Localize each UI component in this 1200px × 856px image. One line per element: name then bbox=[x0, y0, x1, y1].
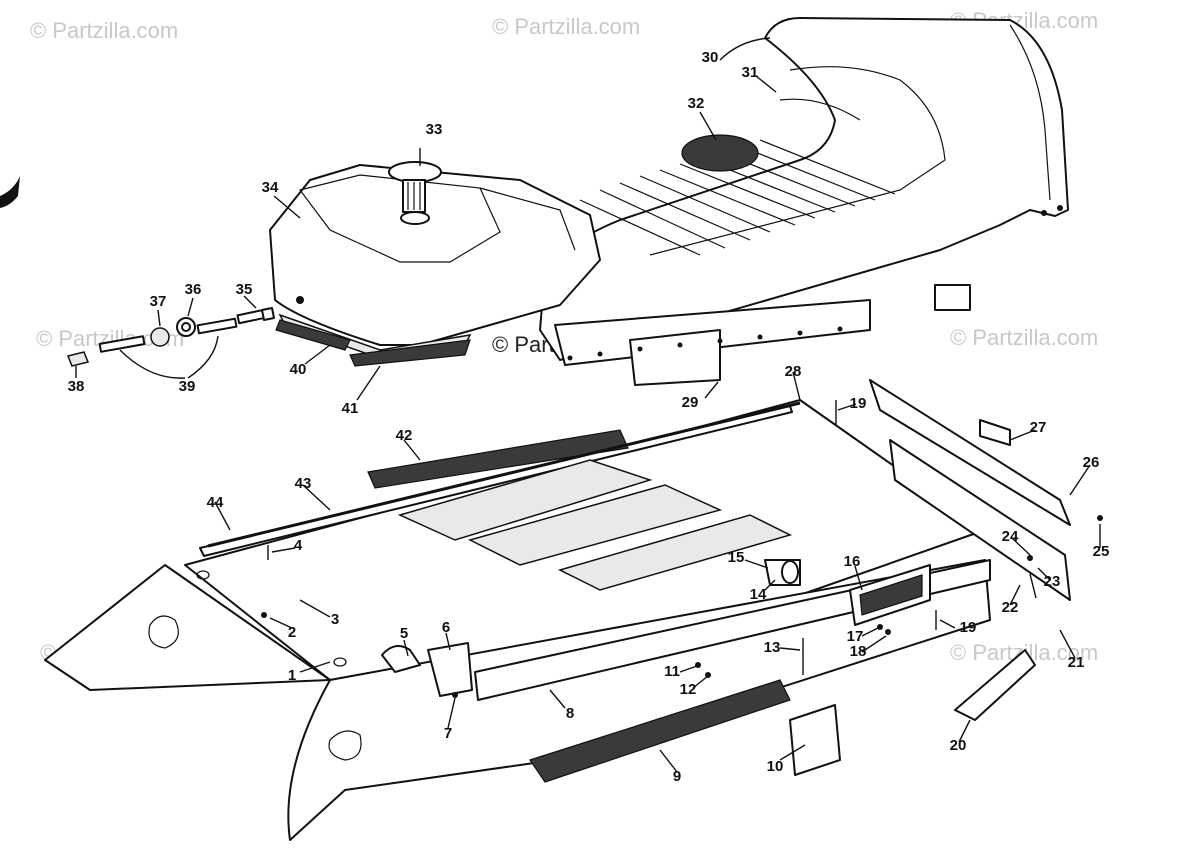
callout-6: 6 bbox=[442, 619, 450, 636]
fuel-line-fittings bbox=[66, 295, 275, 379]
callout-13: 13 bbox=[764, 639, 781, 656]
callout-14: 14 bbox=[750, 586, 767, 603]
callout-22: 22 bbox=[1002, 599, 1019, 616]
callout-3: 3 bbox=[331, 611, 339, 628]
callout-41: 41 bbox=[342, 400, 359, 417]
callout-44: 44 bbox=[207, 494, 224, 511]
callout-42: 42 bbox=[396, 427, 413, 444]
callout-26: 26 bbox=[1083, 454, 1100, 471]
deck-tread bbox=[367, 429, 629, 489]
leader-lines bbox=[214, 371, 1101, 773]
callout-40: 40 bbox=[290, 361, 307, 378]
seat-assembly bbox=[539, 17, 1069, 399]
callout-35: 35 bbox=[236, 281, 253, 298]
callout-30: 30 bbox=[702, 49, 719, 66]
callout-9: 9 bbox=[673, 768, 681, 785]
watermark: © Partzilla.com bbox=[950, 325, 1098, 350]
callout-27: 27 bbox=[1030, 419, 1047, 436]
callout-20: 20 bbox=[950, 737, 967, 754]
fuel-tank-assembly bbox=[269, 148, 601, 401]
callout-34: 34 bbox=[262, 179, 279, 196]
callout-10: 10 bbox=[767, 758, 784, 775]
callout-21: 21 bbox=[1068, 654, 1085, 671]
callout-39: 39 bbox=[179, 378, 196, 395]
callout-25: 25 bbox=[1093, 543, 1110, 560]
callout-36: 36 bbox=[185, 281, 202, 298]
callout-12: 12 bbox=[680, 681, 697, 698]
callout-43: 43 bbox=[295, 475, 312, 492]
watermark: © Partzilla.com bbox=[30, 18, 178, 43]
callout-7: 7 bbox=[444, 725, 452, 742]
callout-38: 38 bbox=[68, 378, 85, 395]
callout-labels: 1 2 3 4 5 6 7 8 9 10 11 12 13 14 15 16 1… bbox=[68, 49, 1110, 785]
callout-11: 11 bbox=[664, 663, 680, 680]
seat-emblem bbox=[681, 134, 759, 172]
callout-18: 18 bbox=[850, 643, 867, 660]
tank-gasket-pad bbox=[275, 319, 351, 351]
callout-17: 17 bbox=[847, 628, 864, 645]
callout-19-side: 19 bbox=[960, 619, 977, 636]
callout-37: 37 bbox=[150, 293, 167, 310]
callout-15: 15 bbox=[728, 549, 745, 566]
scan-artifact bbox=[0, 176, 20, 208]
callout-29: 29 bbox=[682, 394, 699, 411]
callout-2: 2 bbox=[288, 624, 296, 641]
callout-33: 33 bbox=[426, 121, 443, 138]
callout-4: 4 bbox=[294, 537, 303, 554]
tunnel-frame bbox=[44, 379, 1103, 841]
callout-19-top: 19 bbox=[850, 395, 867, 412]
tank-gasket-strip bbox=[349, 339, 471, 367]
callout-23: 23 bbox=[1044, 573, 1061, 590]
watermark: © Partzilla.com bbox=[492, 14, 640, 39]
callout-28: 28 bbox=[785, 363, 802, 380]
callout-8: 8 bbox=[566, 705, 574, 722]
callout-24: 24 bbox=[1002, 528, 1019, 545]
callout-32: 32 bbox=[688, 95, 705, 112]
running-board-tread bbox=[529, 679, 791, 783]
callout-5: 5 bbox=[400, 625, 408, 642]
callout-16: 16 bbox=[844, 553, 861, 570]
callout-31: 31 bbox=[742, 64, 759, 81]
callout-1: 1 bbox=[288, 667, 296, 684]
